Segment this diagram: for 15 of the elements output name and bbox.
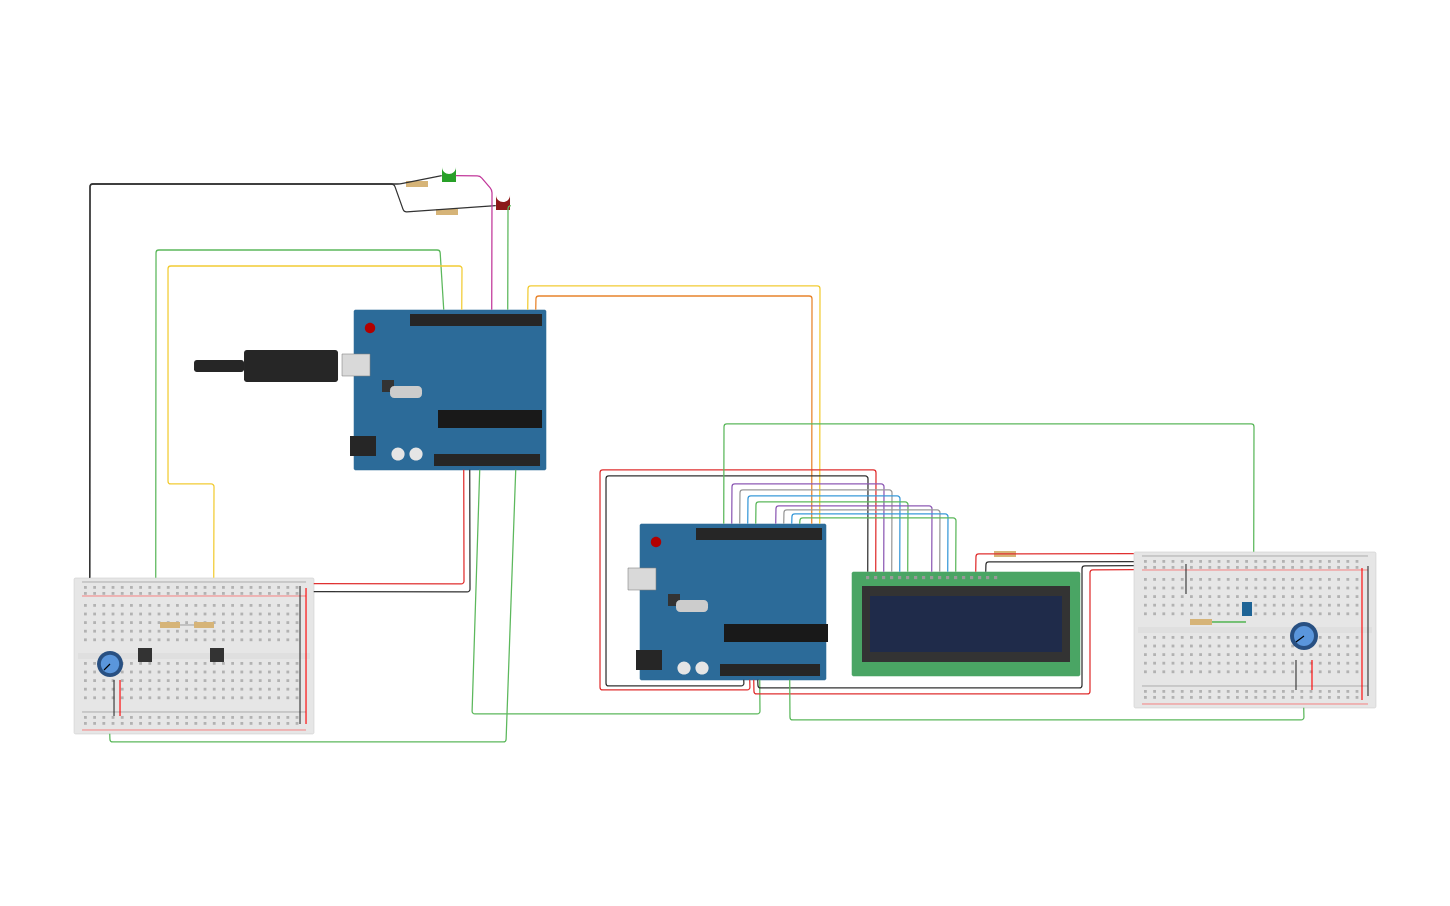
wire	[985, 561, 1135, 573]
led-drawing	[496, 195, 510, 210]
wire	[455, 175, 493, 311]
wire	[109, 469, 517, 743]
board-drawing	[627, 523, 828, 681]
breadboard-drawing	[1133, 551, 1377, 709]
breadboard-drawing	[73, 577, 315, 735]
wire	[975, 553, 1135, 573]
lcd-display-drawing	[851, 571, 1081, 677]
wire	[723, 423, 1255, 553]
board-drawing	[194, 309, 547, 471]
wire	[471, 469, 761, 715]
wire	[507, 204, 512, 311]
led-drawing	[442, 167, 456, 182]
wire	[789, 679, 1305, 721]
